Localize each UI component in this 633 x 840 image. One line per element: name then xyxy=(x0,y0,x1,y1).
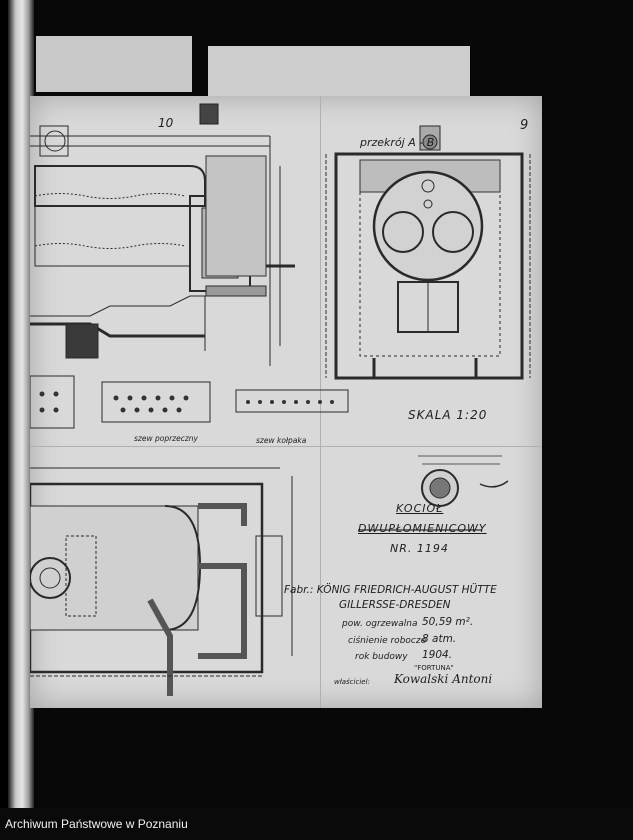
section-label: przekrój A - B xyxy=(360,136,435,149)
sheet-number: 10 xyxy=(158,116,174,130)
archive-name: Archiwum Państwowe w Poznaniu xyxy=(5,817,188,831)
spec-value-working-pressure: 8 atm. xyxy=(422,633,457,645)
archive-footer: Archiwum Państwowe w Poznaniu xyxy=(0,808,633,840)
title-line-1: KOCIOŁ xyxy=(396,502,444,515)
title-line-2: DWUPŁOMIENICOWY xyxy=(358,522,487,535)
spec-label-working-pressure: ciśnienie robocze xyxy=(348,636,427,646)
seam-long-label: szew kołpaka xyxy=(256,436,307,445)
spec-label-heating-surface: pow. ogrzewalna xyxy=(342,619,418,629)
owner-label: właściciel: xyxy=(334,678,370,686)
manufacturer-label: Fabr.: KÖNIG FRIEDRICH-AUGUST HÜTTE xyxy=(284,584,497,596)
mounting-board-right xyxy=(208,46,470,98)
technical-drawing-sheet: 10 9 przekrój A - B SKALA 1:20 szew popr… xyxy=(30,96,542,708)
title-line-3: NR. 1194 xyxy=(390,542,449,555)
scanned-photograph: 10 9 przekrój A - B SKALA 1:20 szew popr… xyxy=(0,0,542,808)
spec-value-heating-surface: 50,59 m². xyxy=(422,616,474,628)
spec-label-year-built: rok budowy xyxy=(355,652,408,662)
seam-cross-label: szew poprzeczny xyxy=(134,434,198,443)
scale-label: SKALA 1:20 xyxy=(408,408,488,422)
mounting-board-left xyxy=(36,36,192,92)
boiler-drawing-svg xyxy=(30,103,531,696)
corner-page-mark: 9 xyxy=(520,118,529,133)
frame-edge-shadow xyxy=(0,0,8,808)
fold-line-horizontal xyxy=(30,446,542,447)
spec-value-year-built: 1904. xyxy=(422,649,453,661)
owner-stamp: "FORTUNA" xyxy=(414,664,454,672)
owner-signature: Kowalski Antoni xyxy=(394,672,493,686)
manufacturer-place: GILLERSSE-DRESDEN xyxy=(339,599,451,611)
